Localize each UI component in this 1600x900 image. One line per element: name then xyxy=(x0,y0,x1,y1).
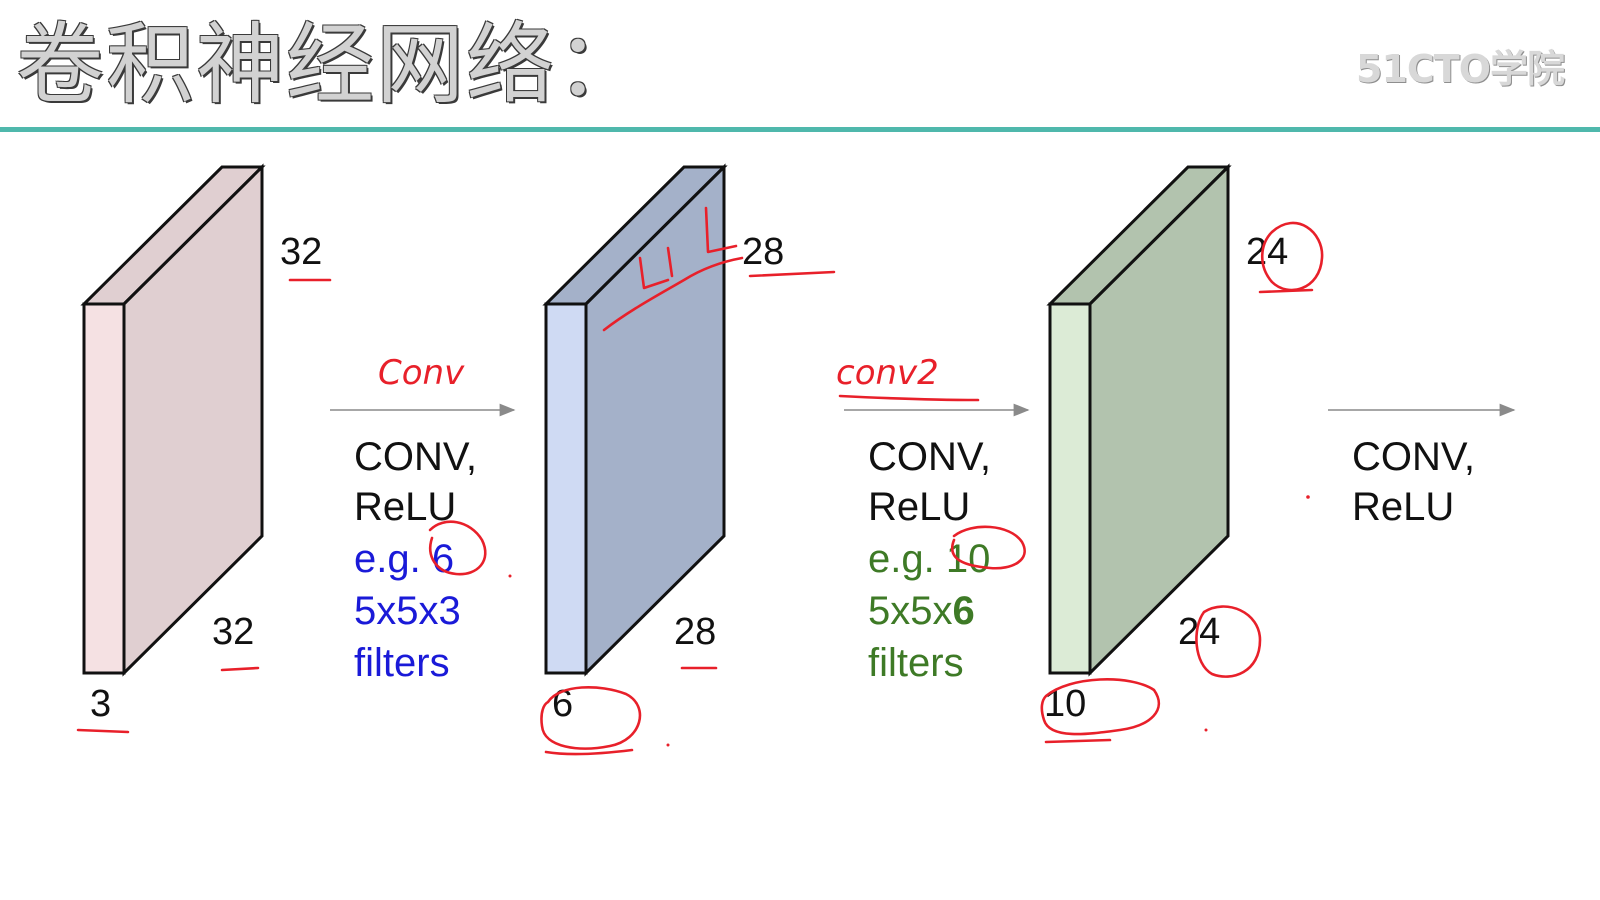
volume-2-width-label: 28 xyxy=(674,611,716,653)
op2-filters-word: filters xyxy=(868,641,964,685)
volume-1-front-face xyxy=(82,302,126,675)
volume-2-height-label: 28 xyxy=(742,231,784,273)
operation-1-caption: CONV, ReLU e.g. 6 5x5x3 filters xyxy=(354,435,477,685)
handwritten-note-conv: Conv xyxy=(378,353,465,393)
volume-1-height-label: 32 xyxy=(280,231,322,273)
op2-filter-depth: 6 xyxy=(953,589,975,633)
input-volume xyxy=(80,163,266,677)
svg-text:e.g. 6: e.g. 6 xyxy=(354,537,454,581)
op1-num-filters: 6 xyxy=(432,537,454,581)
handwritten-note-conv2: conv2 xyxy=(836,353,939,393)
op2-line2: ReLU xyxy=(868,485,970,529)
slide-title: 卷积神经网络： xyxy=(16,13,647,116)
conv1-output-volume xyxy=(542,163,728,677)
op1-eg-prefix: e.g. xyxy=(354,537,432,581)
svg-text:e.g. 10: e.g. 10 xyxy=(868,537,990,581)
op3-line2: ReLU xyxy=(1352,485,1454,529)
volume-2-front-face xyxy=(544,302,588,675)
operation-2-caption: CONV, ReLU e.g. 10 5x5x6 filters xyxy=(868,435,991,685)
operation-3-caption: CONV, ReLU xyxy=(1352,435,1475,529)
watermark-logo: 51CTO学院 xyxy=(1356,47,1565,91)
op1-line2: ReLU xyxy=(354,485,456,529)
handwritten-annotations: Conv conv2 xyxy=(76,206,1324,756)
title-divider xyxy=(0,127,1600,132)
conv2-output-volume xyxy=(1046,163,1232,677)
volume-3-front-face xyxy=(1048,302,1092,675)
op1-filter-size: 5x5x3 xyxy=(354,589,461,633)
volume-1-depth-label: 3 xyxy=(90,683,111,725)
op2-line1: CONV, xyxy=(868,435,991,479)
op1-line1: CONV, xyxy=(354,435,477,479)
svg-text:5x5x6: 5x5x6 xyxy=(868,589,975,633)
volume-1-width-label: 32 xyxy=(212,611,254,653)
op1-filters-word: filters xyxy=(354,641,450,685)
volume-3-depth-label: 10 xyxy=(1044,683,1086,725)
op2-eg-prefix: e.g. xyxy=(868,537,946,581)
op3-line1: CONV, xyxy=(1352,435,1475,479)
volume-3-width-label: 24 xyxy=(1178,611,1220,653)
op2-filter-size-prefix: 5x5x xyxy=(868,589,953,633)
